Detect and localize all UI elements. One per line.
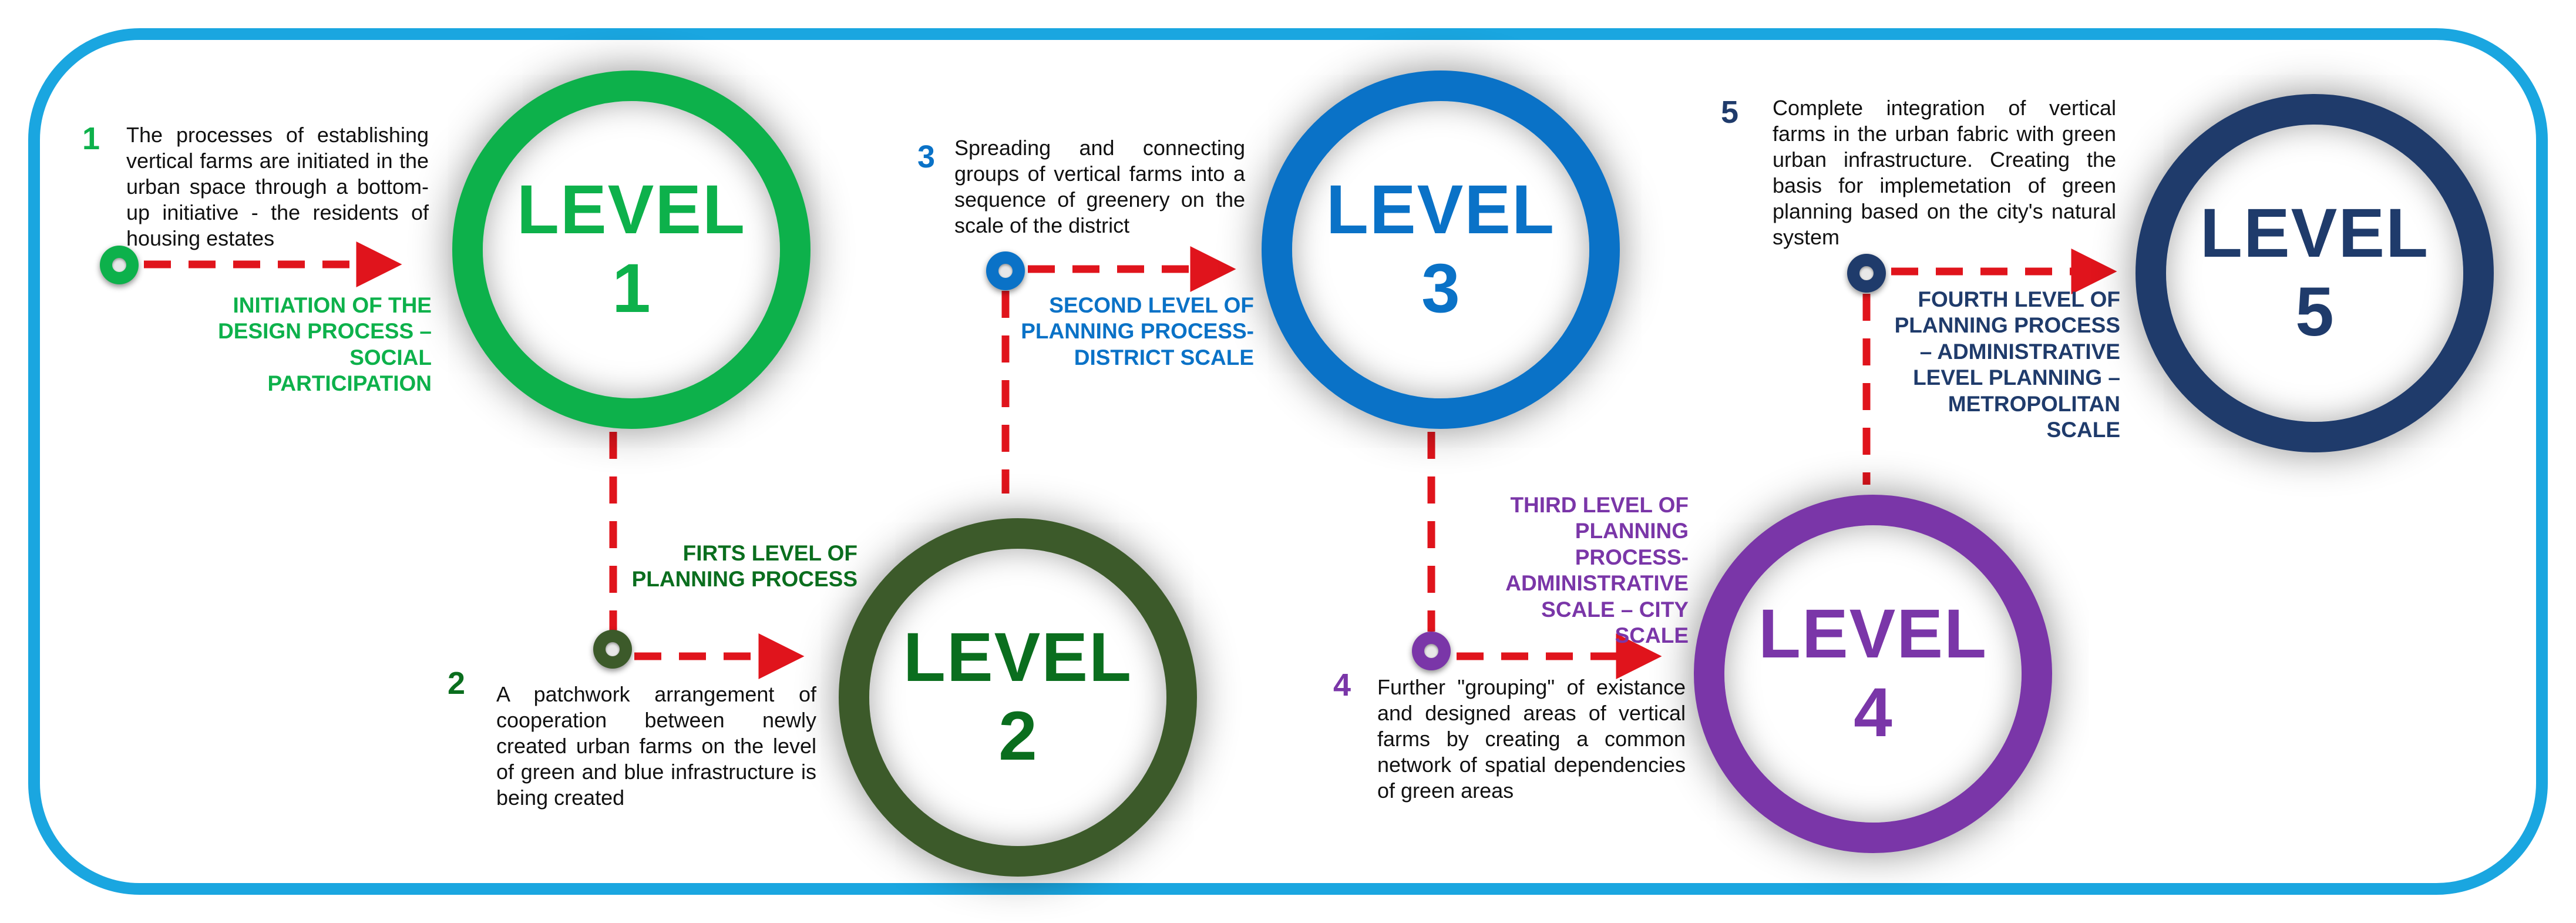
level-4-number: 4: [1854, 674, 1892, 751]
level-1-word: LEVEL: [516, 171, 746, 249]
step-3-description: Spreading and connecting groups of verti…: [954, 136, 1245, 237]
step-3-title: SECOND LEVEL OF PLANNING PROCESS- DISTRI…: [1021, 293, 1254, 370]
step-1-number: 1: [82, 121, 100, 156]
level-3-word: LEVEL: [1326, 171, 1556, 249]
step-2-title: FIRTS LEVEL OF PLANNING PROCESS: [631, 541, 857, 592]
step-3-number: 3: [917, 139, 936, 174]
step-5-title: FOURTH LEVEL OF PLANNING PROCESS – ADMIN…: [1894, 287, 2120, 442]
level-2-number: 2: [998, 697, 1037, 775]
step-5-description: Complete integration of vertical farms i…: [1773, 96, 2116, 249]
level-1-circle: LEVEL 1: [452, 71, 811, 429]
node-1: [100, 246, 139, 284]
level-5-number: 5: [2295, 273, 2334, 351]
step-4-title: THIRD LEVEL OF PLANNING PROCESS- ADMINIS…: [1505, 493, 1689, 647]
step-5-number: 5: [1721, 95, 1739, 130]
level-2-circle: LEVEL 2: [839, 518, 1197, 877]
level-3-number: 3: [1421, 250, 1460, 327]
node-4: [1412, 632, 1451, 670]
node-3: [986, 251, 1025, 290]
outer-frame: [28, 28, 2548, 895]
node-5: [1847, 254, 1886, 293]
step-1-title: INITIATION OF THE DESIGN PROCESS – SOCIA…: [218, 293, 432, 396]
node-2: [593, 630, 632, 669]
level-5-circle: LEVEL 5: [2136, 94, 2494, 452]
level-5-word: LEVEL: [2200, 194, 2430, 273]
step-2-description: A patchwork arrangement of cooperation b…: [496, 682, 816, 810]
level-2-word: LEVEL: [903, 619, 1133, 697]
level-1-number: 1: [612, 250, 651, 327]
step-2-number: 2: [448, 666, 466, 701]
level-4-circle: LEVEL 4: [1694, 495, 2052, 853]
level-4-word: LEVEL: [1758, 595, 1988, 673]
step-4-description: Further "grouping" of existance and desi…: [1377, 675, 1686, 803]
step-4-number: 4: [1333, 667, 1351, 703]
step-1-description: The processes of establishing vertical f…: [126, 123, 429, 250]
level-3-circle: LEVEL 3: [1262, 71, 1620, 429]
